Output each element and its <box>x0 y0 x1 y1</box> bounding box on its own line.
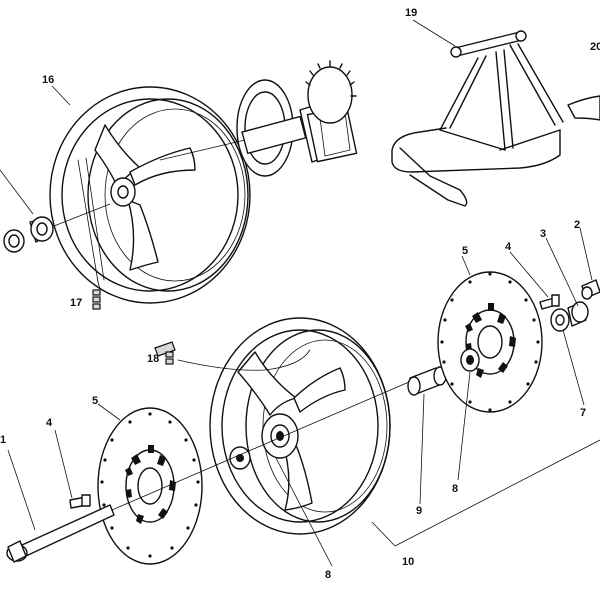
front-axle <box>6 504 115 563</box>
front-wheel <box>177 317 391 535</box>
callout-8-left: 8 <box>325 569 331 581</box>
rear-axle-spacers <box>0 169 111 253</box>
callout-7: 7 <box>580 407 586 419</box>
callout-19: 19 <box>405 7 417 19</box>
callout-16: 16 <box>42 74 54 86</box>
axle-right-parts <box>550 279 600 332</box>
callout-5-left: 5 <box>92 395 98 407</box>
rear-hub-sprocket-assembly <box>159 60 358 177</box>
paddock-stand <box>391 30 564 207</box>
stand-adapter-fragment <box>567 95 600 121</box>
callout-2: 2 <box>574 219 580 231</box>
callout-18: 18 <box>147 353 159 365</box>
bolt-17 <box>92 289 101 310</box>
callout-5-right: 5 <box>462 245 468 257</box>
callout-8-right: 8 <box>452 483 458 495</box>
wheel-spacer <box>407 366 447 396</box>
callout-leaders <box>7 19 600 567</box>
front-brake-disc-right <box>437 271 543 413</box>
front-brake-disc-left <box>97 407 203 565</box>
callout-17: 17 <box>70 297 82 309</box>
callout-4-left: 4 <box>46 417 53 429</box>
callout-20: 20 <box>590 41 600 53</box>
callout-labels: 19 20 16 17 18 5 4 3 2 7 5 4 1 8 9 10 8 <box>0 7 600 581</box>
disc-bolt-right <box>539 294 560 310</box>
bolt-18 <box>154 341 176 365</box>
rear-wheel <box>49 86 251 304</box>
callout-9: 9 <box>416 505 422 517</box>
callout-3: 3 <box>540 228 546 240</box>
callout-10: 10 <box>402 556 414 568</box>
disc-bolt-left <box>69 494 91 509</box>
callout-4-right: 4 <box>505 241 512 253</box>
callout-1: 1 <box>0 434 6 446</box>
